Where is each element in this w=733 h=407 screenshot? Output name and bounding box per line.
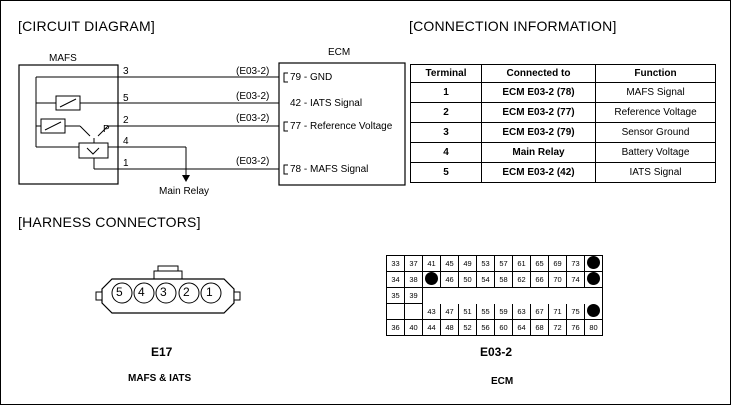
ecm-pin: 53 bbox=[476, 255, 495, 272]
connector-ref: (E03-2) bbox=[236, 66, 270, 77]
ecm-pin: 58 bbox=[494, 271, 513, 288]
e03-name: ECM bbox=[491, 376, 514, 387]
ecm-pin: 73 bbox=[566, 255, 585, 272]
ecm-pin: 40 bbox=[404, 319, 423, 336]
ecm-pin: 45 bbox=[440, 255, 459, 272]
e17-pin: 4 bbox=[138, 285, 145, 299]
ecm-grid-row bbox=[386, 303, 603, 320]
connected-to-cell: ECM E03-2 (42) bbox=[481, 162, 596, 183]
ecm-pin: 62 bbox=[512, 271, 531, 288]
ecm-pin: 63 bbox=[512, 304, 531, 319]
harness-connectors-heading: [HARNESS CONNECTORS] bbox=[18, 214, 201, 230]
ecm-terminal-label: 78 - MAFS Signal bbox=[290, 164, 369, 175]
ecm-terminal-label: 42 - IATS Signal bbox=[290, 98, 363, 109]
ecm-pin: 33 bbox=[386, 255, 405, 272]
e03-id: E03-2 bbox=[480, 345, 513, 359]
table-row: 2 ECM E03-2 (77) Reference Voltage bbox=[410, 102, 716, 123]
ecm-pin: 70 bbox=[548, 271, 567, 288]
ecm-pin: 80 bbox=[584, 319, 603, 336]
ecm-pin: 44 bbox=[422, 319, 441, 336]
ecm-pin: 69 bbox=[548, 255, 567, 272]
ecm-pin: 34 bbox=[386, 271, 405, 288]
ecm-pin: 59 bbox=[494, 304, 513, 319]
ecm-pin: 41 bbox=[422, 255, 441, 272]
ecm-pin: 71 bbox=[548, 304, 567, 319]
ecm-pin: 52 bbox=[458, 319, 477, 336]
ecm-pin-dot bbox=[422, 271, 441, 288]
connection-info-heading: [CONNECTION INFORMATION] bbox=[409, 18, 617, 34]
ecm-pin: 75 bbox=[566, 304, 585, 319]
ecm-pin: 49 bbox=[458, 255, 477, 272]
ecm-pin: 46 bbox=[440, 271, 459, 288]
function-cell: IATS Signal bbox=[595, 162, 716, 183]
circuit-diagram-heading: [CIRCUIT DIAGRAM] bbox=[18, 18, 155, 34]
e17-pin: 5 bbox=[116, 285, 123, 299]
ecm-pin: 51 bbox=[458, 304, 477, 319]
ecm-pin-dot bbox=[584, 271, 603, 288]
e17-pin: 2 bbox=[183, 285, 190, 299]
ecm-pin bbox=[404, 303, 423, 320]
ecm-pin: 67 bbox=[530, 304, 549, 319]
ecm-pin: 72 bbox=[548, 319, 567, 336]
table-row: 1 ECM E03-2 (78) MAFS Signal bbox=[410, 82, 716, 103]
table-row: 5 ECM E03-2 (42) IATS Signal bbox=[410, 162, 716, 183]
e17-pin: 1 bbox=[206, 285, 213, 299]
ecm-grid-row: 33 37 41 45 49 53 57 61 65 69 73 bbox=[386, 255, 603, 272]
ecm-pin: 57 bbox=[494, 255, 513, 272]
ecm-pin: 54 bbox=[476, 271, 495, 288]
ecm-pin: 65 bbox=[530, 255, 549, 272]
e17-id: E17 bbox=[151, 345, 173, 359]
ecm-pin: 35 bbox=[386, 287, 405, 304]
connector-ref: (E03-2) bbox=[236, 113, 270, 124]
ecm-pin: 64 bbox=[512, 319, 531, 336]
power-pin-label: P bbox=[103, 124, 110, 135]
ecm-pin: 56 bbox=[476, 319, 495, 336]
connector-ref: (E03-2) bbox=[236, 156, 270, 167]
ecm-pin: 47 bbox=[440, 304, 459, 319]
ecm-pin: 68 bbox=[530, 319, 549, 336]
mafs-pin-label: 3 bbox=[123, 66, 129, 77]
ecm-pin: 39 bbox=[404, 287, 423, 304]
table-row: 3 ECM E03-2 (79) Sensor Ground bbox=[410, 122, 716, 143]
ecm-pin: 50 bbox=[458, 271, 477, 288]
ecm-label: ECM bbox=[328, 47, 351, 58]
ecm-pin: 38 bbox=[404, 271, 423, 288]
mafs-label: MAFS bbox=[49, 53, 77, 64]
ecm-pin: 55 bbox=[476, 304, 495, 319]
ecm-terminal-label: 79 - GND bbox=[290, 72, 333, 83]
ecm-pin: 60 bbox=[494, 319, 513, 336]
ecm-pin: 48 bbox=[440, 319, 459, 336]
ecm-pin: 37 bbox=[404, 255, 423, 272]
connection-table: Terminal Connected to Function 1 ECM E03… bbox=[410, 64, 716, 183]
mafs-pin-label: 2 bbox=[123, 115, 129, 126]
mafs-pin-label: 1 bbox=[123, 158, 129, 169]
connector-ref: (E03-2) bbox=[236, 91, 270, 102]
mafs-pin-label: 5 bbox=[123, 93, 129, 104]
ecm-grid-row: 34 38 46 50 54 58 62 66 70 74 bbox=[386, 271, 603, 288]
main-relay-label: Main Relay bbox=[159, 186, 210, 197]
ecm-grid-row: 35 39 43 47 51 55 59 63 67 71 75 bbox=[386, 287, 603, 320]
ecm-pin-dot bbox=[585, 304, 603, 319]
ecm-pin bbox=[386, 303, 405, 320]
e17-pin: 3 bbox=[160, 285, 167, 299]
ecm-pin: 61 bbox=[512, 255, 531, 272]
e17-name: MAFS & IATS bbox=[128, 373, 192, 384]
ecm-terminal-label: 77 - Reference Voltage bbox=[290, 121, 393, 132]
ecm-pin: 76 bbox=[566, 319, 585, 336]
ecm-pin-row-lower: 43 47 51 55 59 63 67 71 75 bbox=[422, 287, 603, 320]
ecm-pin-dot bbox=[584, 255, 603, 272]
table-row: 4 Main Relay Battery Voltage bbox=[410, 142, 716, 163]
ecm-grid-row: 36 40 44 48 52 56 60 64 68 72 76 80 bbox=[386, 319, 603, 336]
ecm-connector-grid: 33 37 41 45 49 53 57 61 65 69 73 34 38 4… bbox=[386, 255, 603, 336]
ecm-pin: 74 bbox=[566, 271, 585, 288]
mafs-pin-label: 4 bbox=[123, 136, 129, 147]
ecm-pin: 36 bbox=[386, 319, 405, 336]
ecm-pin: 43 bbox=[423, 304, 441, 319]
ecm-pin: 66 bbox=[530, 271, 549, 288]
